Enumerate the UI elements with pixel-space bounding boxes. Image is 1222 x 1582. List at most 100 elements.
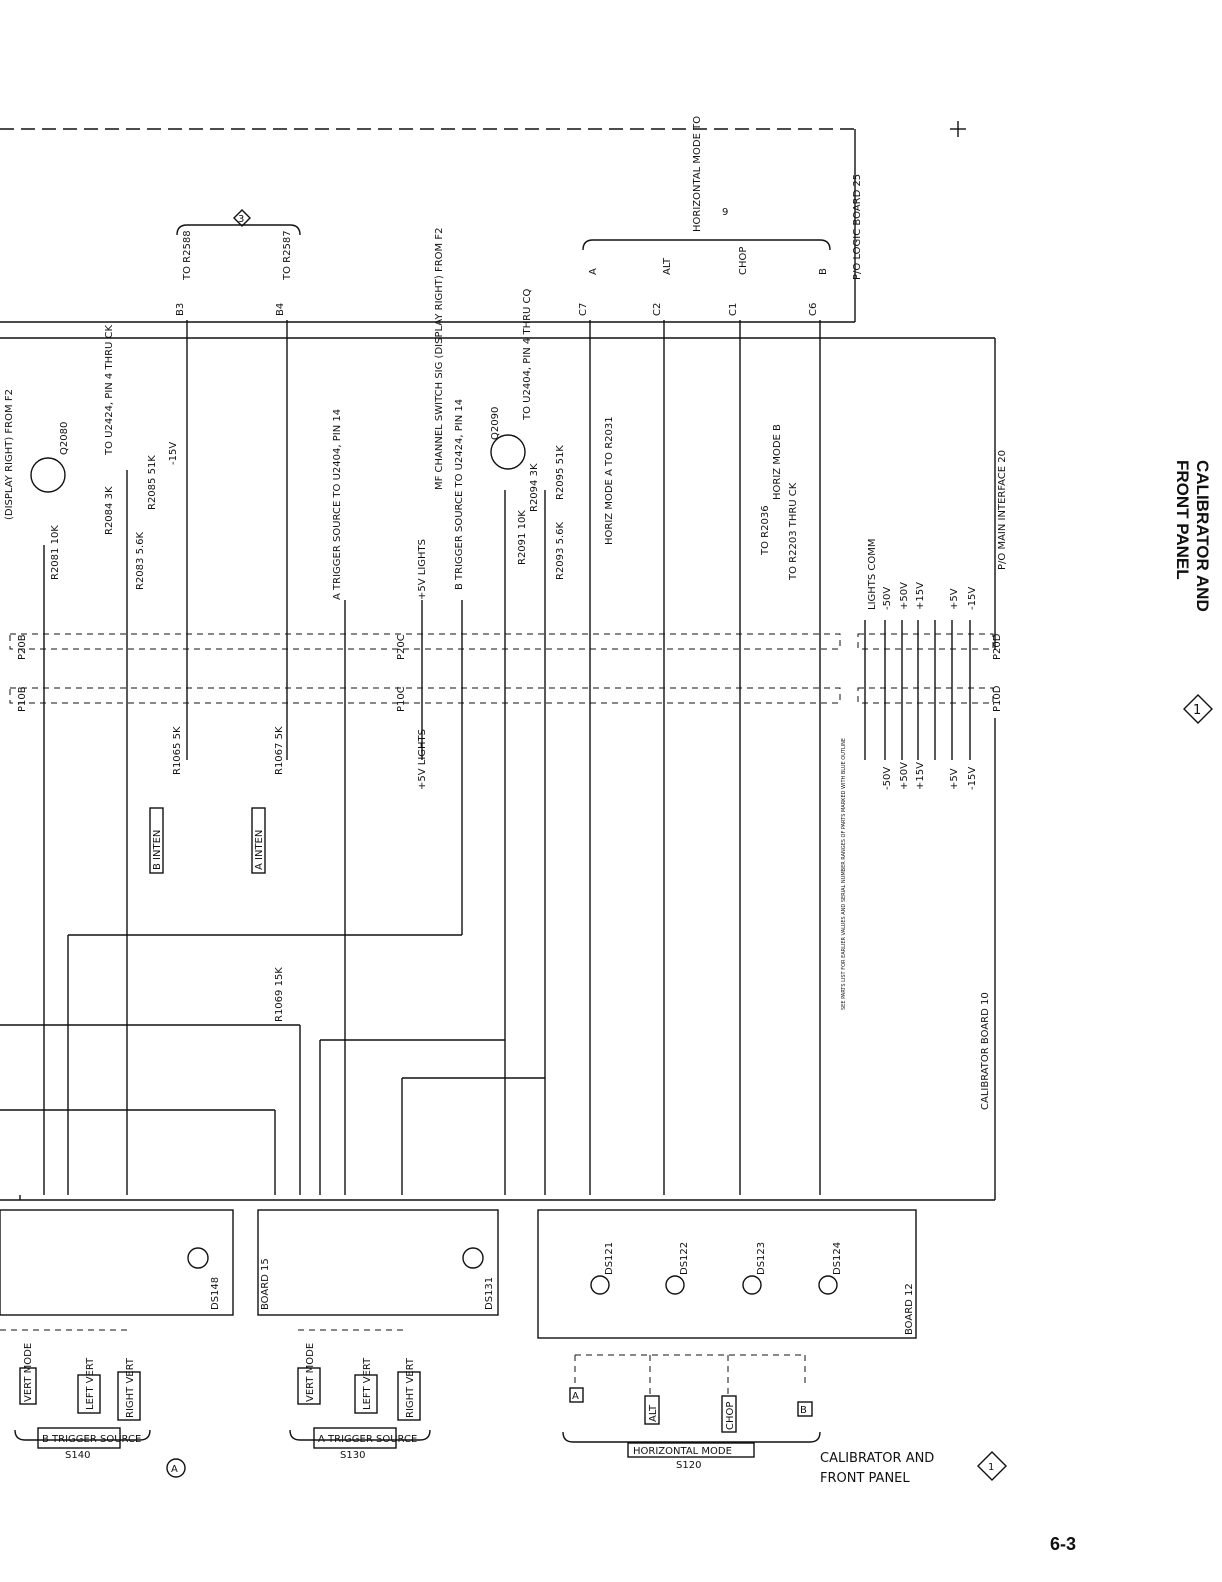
parts-note: SEE PARTS LIST FOR EARLIER VALUES AND SE…: [841, 738, 847, 1010]
plus5v-lights-top: +5V LIGHTS: [417, 539, 428, 600]
horiz-mode-b-label: HORIZ MODE B: [772, 424, 783, 500]
lamp-ds122: DS122: [679, 1242, 690, 1275]
side-title-diamond: [1183, 694, 1213, 724]
to-u2424-label: TO U2424, PIN 4 THRU CK: [104, 324, 115, 456]
b-inten-box: [149, 807, 164, 874]
ds148-lamp: [187, 1247, 209, 1269]
supplies-right: LIGHTS COMM -50V +50V +15V +5V -15V: [867, 538, 978, 610]
label-a: A: [588, 268, 599, 275]
minus-15v-label: -15V: [168, 442, 179, 465]
caption-line2: FRONT PANEL: [820, 1471, 910, 1486]
right-vert-s130: RIGHT VERT: [405, 1357, 416, 1418]
supply-right-1: -50V: [882, 587, 893, 610]
sw-b-label: B: [800, 1405, 807, 1416]
to-r2588: TO R2588: [182, 230, 193, 281]
r1067-label: R1067 5K: [274, 726, 285, 775]
r1065-label: R1065 5K: [172, 726, 183, 775]
b-trigger-source: B TRIGGER SOURCE: [42, 1434, 141, 1445]
connector-p20d-strip: [857, 633, 994, 650]
ds123-lamp: [742, 1275, 762, 1295]
a-trigger-source-box: [313, 1427, 397, 1449]
supply-right-4: +5V: [949, 588, 960, 610]
s140-label: S140: [65, 1450, 90, 1461]
caption-line1: CALIBRATOR AND: [820, 1451, 934, 1466]
r2081-label: R2081 10K: [50, 525, 61, 580]
left-vert-s130: LEFT VERT: [362, 1357, 373, 1410]
vert-mode-s140: VERT MODE: [23, 1343, 34, 1402]
sw-chop-label: CHOP: [725, 1402, 736, 1430]
supply-left-4: -15V: [967, 767, 978, 790]
right-vert-box-s140: [117, 1371, 141, 1421]
supply-left-1: +50V: [899, 762, 910, 790]
lamp-ds148: DS148: [210, 1277, 221, 1310]
b-inten-label: B INTEN: [152, 830, 163, 870]
supply-right-3: +15V: [915, 582, 926, 610]
sw-a-box: [569, 1387, 584, 1403]
r1069-label: R1069 15K: [274, 967, 285, 1022]
connector-p10d: P10D: [992, 685, 1003, 712]
right-vert-s140: RIGHT VERT: [125, 1357, 136, 1418]
b-trigger-source-box: [37, 1427, 121, 1449]
s120-bracket: [562, 1431, 821, 1443]
r2095-label: R2095 51K: [555, 445, 566, 500]
connector-p20-strip: [9, 633, 841, 650]
connector-p10-strip: [9, 687, 841, 704]
label-b: B: [818, 268, 829, 275]
pin-b4: B4: [275, 303, 286, 316]
board-12-label: BOARD 12: [904, 1283, 915, 1335]
r2085-label: R2085 51K: [147, 455, 158, 510]
diamond-9-number: 9: [722, 207, 728, 218]
board-15-outline: [257, 1209, 499, 1316]
to-r2588-bracket: [176, 224, 301, 236]
connector-p10d-strip: [857, 687, 994, 704]
supply-right-5: -15V: [967, 587, 978, 610]
side-title-diamond-number: 1: [1193, 703, 1201, 718]
board-15-label: BOARD 15: [260, 1258, 271, 1310]
sw-alt-box: [644, 1395, 660, 1425]
signal-wires: [0, 320, 971, 1200]
s140-bracket: [14, 1429, 151, 1441]
main-interface-label: P/O MAIN INTERFACE 20: [997, 450, 1008, 570]
label-chop: CHOP: [738, 247, 749, 275]
side-title: CALIBRATOR AND FRONT PANEL: [1173, 460, 1212, 612]
s120-label: S120: [676, 1460, 701, 1471]
connector-p20c: P20C: [396, 634, 407, 660]
pin-c7: C7: [578, 303, 589, 316]
pin-c2: C2: [652, 303, 663, 316]
supply-left-3: +5V: [949, 768, 960, 790]
sw-b-box: [797, 1401, 813, 1417]
r2091-label: R2091 10K: [517, 510, 528, 565]
horizontal-mode-bracket: [582, 239, 831, 251]
mf-channel-label: MF CHANNEL SWITCH SIG (DISPLAY RIGHT) FR…: [434, 228, 445, 490]
side-title-line1: CALIBRATOR AND: [1193, 460, 1212, 612]
label-alt: ALT: [662, 257, 673, 275]
diamond-3-symbol: [233, 209, 251, 227]
lamp-ds131: DS131: [484, 1277, 495, 1310]
lamp-ds124: DS124: [832, 1242, 843, 1275]
ds122-lamp: [665, 1275, 685, 1295]
to-r2036-label: TO R2036: [760, 505, 771, 556]
connector-p20d: P20D: [992, 633, 1003, 660]
a-inten-label: A INTEN: [254, 830, 265, 870]
s130-label: S130: [340, 1450, 365, 1461]
r2094-label: R2094 3K: [529, 463, 540, 512]
lamp-ds123: DS123: [756, 1242, 767, 1275]
corner-mark: A: [171, 1464, 178, 1475]
caption-diamond-number: 1: [988, 1462, 994, 1473]
horizontal-mode-label: HORIZONTAL MODE: [633, 1446, 732, 1457]
page-number: 6-3: [1050, 1534, 1076, 1554]
vert-mode-box-s140: [19, 1367, 37, 1405]
caption-diamond: [977, 1451, 1007, 1481]
pin-c1: C1: [728, 303, 739, 316]
horizontal-mode-box: [627, 1442, 755, 1458]
b-trigger-label: B TRIGGER SOURCE TO U2424, PIN 14: [454, 399, 465, 590]
r2083-label: R2083 5.6K: [135, 532, 146, 590]
supply-right-0: LIGHTS COMM: [867, 538, 878, 610]
supplies-left: -50V +50V +15V +5V -15V: [882, 762, 978, 790]
display-right-label: (DISPLAY RIGHT) FROM F2: [4, 389, 15, 520]
right-vert-box-s130: [397, 1371, 421, 1421]
connector-p10c: P10C: [396, 686, 407, 712]
ds131-lamp: [462, 1247, 484, 1269]
supply-right-2: +50V: [899, 582, 910, 610]
